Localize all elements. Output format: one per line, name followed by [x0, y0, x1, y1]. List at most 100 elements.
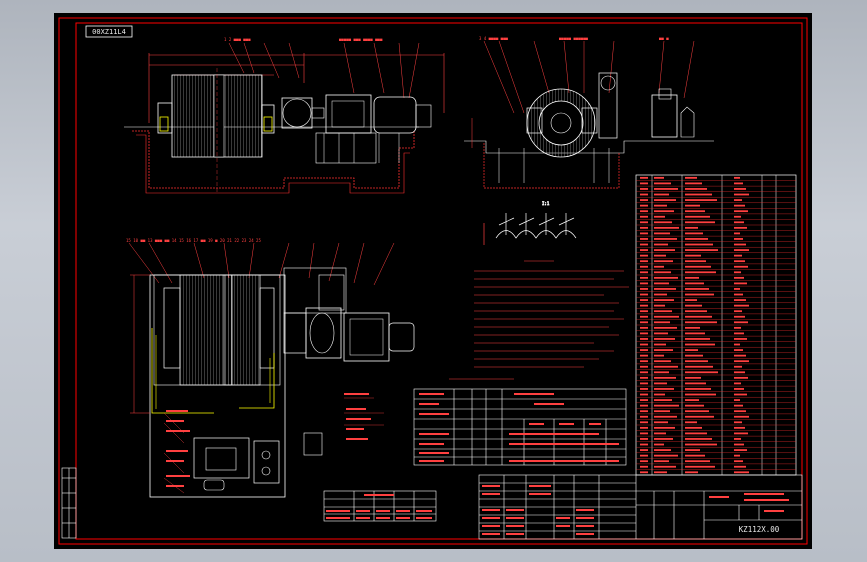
parts-list-cell	[654, 299, 674, 301]
parts-list-cell	[654, 243, 668, 246]
parts-list-cell	[640, 282, 648, 285]
parts-list-cell	[654, 376, 676, 379]
parts-list-cell	[654, 426, 675, 429]
parts-list-cell	[654, 304, 665, 307]
parts-list-cell	[685, 349, 698, 351]
drum-plan	[179, 274, 233, 386]
parts-list-cell	[640, 193, 648, 196]
parts-list-cell	[734, 243, 746, 246]
parts-list-cell	[640, 421, 648, 424]
parts-list-cell	[685, 249, 718, 251]
parts-list-cell	[734, 438, 741, 440]
parts-list-cell	[654, 193, 669, 196]
parts-list-cell	[640, 365, 648, 368]
parts-list-cell	[640, 204, 648, 207]
parts-list-cell	[685, 449, 700, 451]
parts-list-cell	[640, 226, 648, 229]
parts-list-cell	[734, 176, 740, 179]
parts-list-cell	[734, 432, 748, 435]
parts-list-cell	[734, 315, 745, 318]
parts-list-cell	[654, 221, 672, 224]
parts-list-cell	[654, 188, 678, 190]
parts-list-cell	[640, 310, 648, 313]
plan-view: 15 10 ■■ 13 ■■■ ■■ 14 15 16 17 ■■ 19 ■ 2…	[126, 238, 415, 498]
parts-list-cell	[685, 238, 708, 240]
parts-list-cell	[734, 382, 741, 385]
parts-list-cell	[685, 188, 707, 190]
spec-table-cells	[419, 393, 619, 462]
parts-list-cell	[640, 354, 648, 357]
parts-list-cell	[654, 249, 675, 251]
parts-list-cell	[640, 410, 648, 413]
cad-viewport[interactable]: 00XZ11L4 1 2 ■■■ ■■■ ■■■■■ ■■■ ■■■■ ■■■	[54, 13, 812, 549]
parts-list-cell	[685, 399, 699, 401]
parts-list-cell	[654, 226, 679, 229]
parts-list-cell	[734, 332, 744, 335]
parts-list-table	[635, 174, 797, 476]
parts-list-cell	[640, 288, 648, 290]
parts-list-cell	[654, 293, 667, 296]
parts-list-cell	[734, 354, 746, 357]
parts-list-cell	[734, 454, 740, 457]
parts-list-cell	[640, 465, 648, 468]
parts-list-cell	[734, 410, 746, 413]
parts-list-cell	[654, 260, 673, 263]
parts-list-cell	[640, 243, 648, 246]
parts-list-cell	[654, 404, 679, 407]
parts-list-cell	[685, 376, 701, 379]
parts-list-cell	[734, 326, 741, 329]
parts-list-cell	[734, 449, 747, 451]
svg-text:■■ ■: ■■ ■	[659, 36, 669, 41]
parts-list-cell	[734, 199, 742, 201]
revision-strip	[61, 467, 77, 539]
parts-list-cell	[734, 360, 749, 363]
parts-list-cell	[640, 371, 648, 374]
parts-list-cell	[685, 232, 703, 235]
reducer-plan	[343, 312, 390, 362]
parts-list-cell	[654, 338, 675, 340]
parts-list-cell	[685, 271, 716, 274]
parts-list-cell	[640, 382, 648, 385]
parts-list-cell	[734, 221, 744, 224]
parts-list-cell	[685, 299, 697, 301]
stamp-text: 00XZ11L4	[92, 28, 126, 36]
parts-list-cell	[640, 471, 648, 474]
parts-list-cell	[654, 432, 666, 435]
parts-list-cell	[685, 438, 712, 440]
parts-list-cell	[640, 299, 648, 301]
parts-list-cell	[734, 321, 748, 324]
parts-list-cell	[654, 360, 671, 363]
parts-list-cell	[685, 204, 700, 207]
parts-list-cell	[654, 382, 667, 385]
parts-list-cell	[685, 454, 705, 457]
parts-list-cell	[685, 304, 702, 307]
parts-list-cell	[734, 260, 745, 263]
parts-list-cell	[685, 221, 715, 224]
parts-list-cell	[654, 215, 665, 218]
parts-list-cell	[734, 399, 740, 401]
parts-list-cell	[654, 254, 666, 257]
parts-list-cell	[654, 182, 671, 185]
parts-list-cell	[685, 360, 708, 363]
parts-list-cell	[685, 465, 715, 468]
parts-list-cell	[654, 449, 671, 451]
parts-list-cell	[640, 276, 648, 279]
parts-list-cell	[685, 276, 699, 279]
parts-list-cell	[640, 399, 648, 401]
motor-front	[373, 96, 417, 134]
motor-table	[323, 490, 437, 522]
parts-list-cell	[734, 460, 743, 463]
svg-text:■■■■■ ■■■■■■: ■■■■■ ■■■■■■	[559, 36, 588, 41]
parts-list-cell	[654, 354, 664, 357]
parts-list-cell	[640, 426, 648, 429]
svg-text:15 10 ■■ 13 ■■■ ■■ 14 15 16 1: 15 10 ■■ 13 ■■■ ■■ 14 15 16 17 ■■ 19 ■ 2…	[126, 238, 261, 243]
parts-list-cell	[640, 304, 648, 307]
parts-list-cell	[685, 460, 710, 463]
parts-list-cell	[734, 210, 748, 213]
parts-list-cell	[640, 454, 648, 457]
parts-list-cell	[654, 443, 664, 446]
outer-frame	[58, 17, 808, 545]
parts-list-cell	[654, 465, 676, 468]
parts-list-cell	[640, 188, 648, 190]
svg-text:1 2 ■■■ ■■■: 1 2 ■■■ ■■■	[224, 37, 251, 42]
